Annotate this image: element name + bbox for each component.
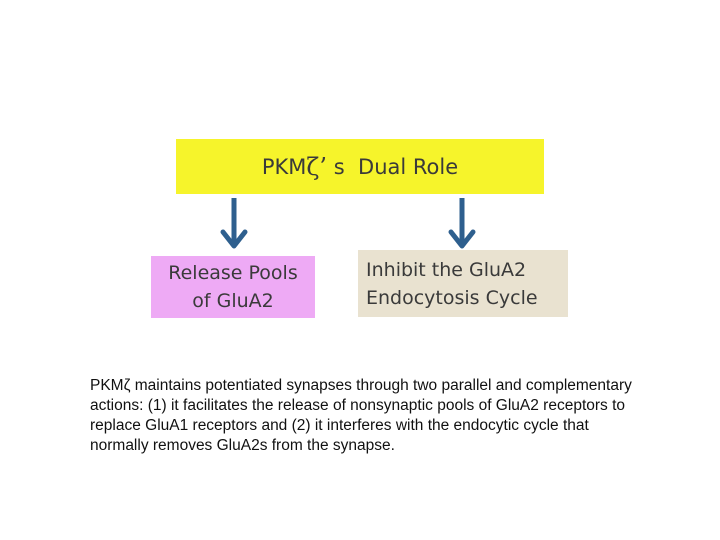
left-arrow-head	[220, 229, 248, 249]
right-arrow-head	[448, 229, 476, 249]
release-pools-box: Release Pools of GluA2	[151, 256, 315, 318]
right-down-arrow-icon	[448, 198, 476, 249]
left-box-line1: Release Pools	[168, 262, 298, 284]
inhibit-endocytosis-box: Inhibit the GluA2 Endocytosis Cycle	[358, 250, 568, 317]
right-box-line2: Endocytosis Cycle	[366, 286, 538, 309]
title-suffix: s Dual Role	[327, 154, 459, 179]
title-greek: ζ’	[306, 152, 328, 181]
left-down-arrow-icon	[220, 198, 248, 249]
left-box-line2: of GluA2	[192, 290, 274, 312]
right-box-line1: Inhibit the GluA2	[366, 258, 527, 281]
title-prefix: PKM	[261, 154, 307, 179]
caption-text: PKMζ maintains potentiated synapses thro…	[90, 377, 632, 454]
